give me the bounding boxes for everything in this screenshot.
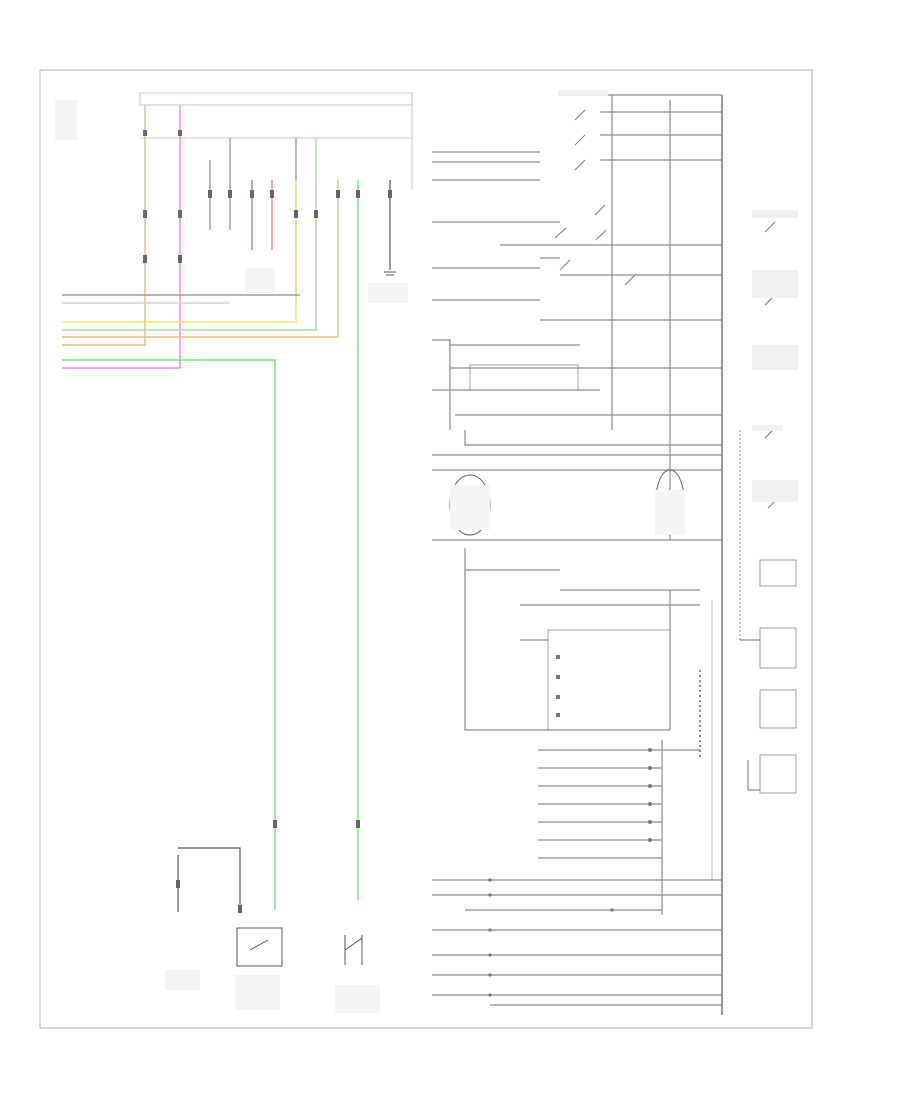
switch-icon — [554, 109, 636, 286]
top-connector-block — [139, 92, 413, 106]
switch-icon — [344, 935, 363, 965]
ground-icon — [384, 271, 396, 276]
module-box — [547, 629, 671, 731]
right-harness — [432, 90, 798, 1015]
switch-icon — [236, 927, 283, 967]
left-harness — [55, 92, 413, 1013]
diagram-frame — [39, 69, 813, 1029]
